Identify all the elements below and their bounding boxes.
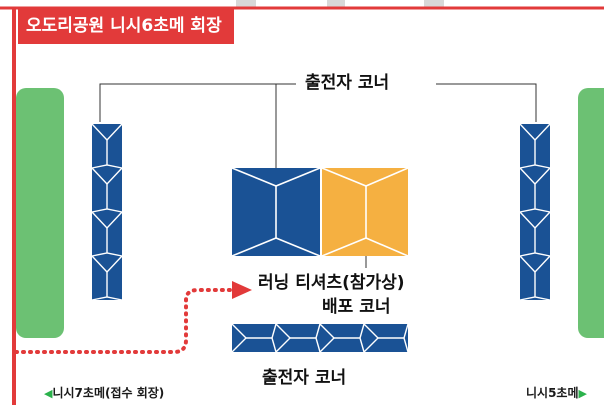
running-tshirt-label: 러닝 티셔츠(참가상): [258, 273, 405, 293]
booth-row-bottom: [231, 323, 409, 353]
top-stub: [327, 0, 345, 8]
exhibitor-corner-bottom-label: 출전자 코너: [262, 368, 347, 388]
distribution-corner-label: 배포 코너: [322, 297, 391, 317]
exhibitor-corner-top-label: 출전자 코너: [305, 73, 390, 93]
booth-center-blue: [231, 167, 321, 257]
nav-nishi7: ◀니시7초메(접수 회장): [44, 384, 164, 401]
green-area-left: [16, 88, 64, 338]
nav-nishi7-label: 니시7초메(접수 회장): [52, 386, 165, 400]
connector-line-left: [99, 83, 296, 122]
triangle-left-icon: ◀: [44, 387, 53, 400]
booth-column-left: [91, 123, 123, 301]
nav-nishi5: 니시5초메▶: [526, 384, 587, 401]
green-area-right: [578, 88, 604, 338]
top-stub: [424, 0, 444, 8]
booth-column-right: [519, 123, 551, 301]
nav-nishi5-label: 니시5초메: [526, 386, 579, 400]
connector-line-right: [436, 83, 537, 122]
top-stub: [236, 0, 256, 8]
route-path: [14, 288, 236, 354]
page-title: 오도리공원 니시6초메 회장: [18, 8, 234, 44]
route-arrow-icon: [232, 281, 252, 299]
booth-center-orange: [321, 167, 409, 257]
triangle-right-icon: ▶: [578, 387, 587, 400]
